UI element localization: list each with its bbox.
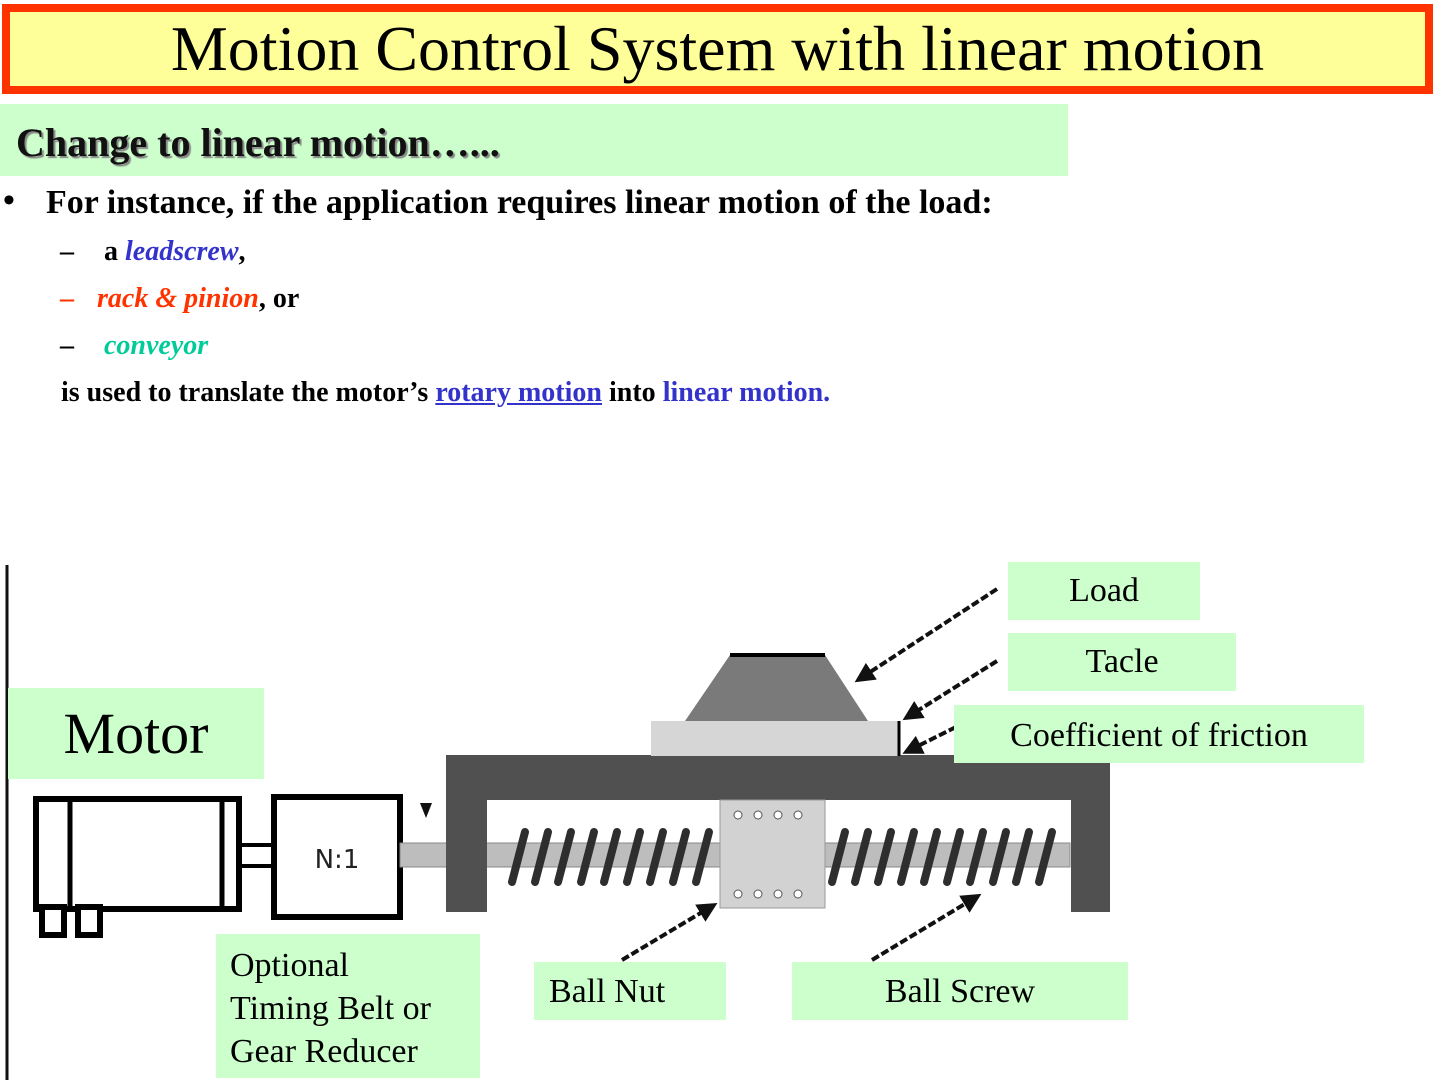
ball-screw-label: Ball Screw xyxy=(792,962,1128,1020)
shaft-marker-icon xyxy=(420,803,432,818)
sub-item-suffix: , or xyxy=(258,283,300,314)
screw-frame xyxy=(446,755,1110,912)
optional-line-1: Optional xyxy=(230,947,349,984)
bullet-marker: • xyxy=(3,182,15,219)
tacle-arrow xyxy=(902,659,999,721)
page-title: Motion Control System with linear motion xyxy=(170,13,1265,84)
page-subtitle: Change to linear motion…... xyxy=(16,120,500,165)
friction-arrow xyxy=(902,725,957,754)
title-banner: Motion Control System with linear motion xyxy=(2,4,1433,94)
load-block xyxy=(685,655,868,721)
term-conveyor: conveyor xyxy=(104,330,209,361)
sub-item-leadscrew: a leadscrew, xyxy=(104,236,246,268)
subtitle-banner: Change to linear motion…... xyxy=(0,104,1068,176)
summary-end: linear motion. xyxy=(662,377,831,408)
dash-marker: – xyxy=(60,236,74,267)
bullet-text: For instance, if the application require… xyxy=(46,184,993,221)
screw-threads-right xyxy=(828,828,1056,886)
summary-middle: into xyxy=(602,377,663,408)
summary-text: is used to translate the motor’s rotary … xyxy=(61,377,830,409)
table-slide xyxy=(651,721,899,756)
motor-label: Motor xyxy=(8,688,264,779)
term-leadscrew: leadscrew xyxy=(125,236,239,267)
ball-nut-arrow xyxy=(620,902,718,962)
summary-before: is used to translate the motor’s xyxy=(61,377,436,408)
gear-ratio-label: N:1 xyxy=(315,845,360,875)
ball-screw-arrow xyxy=(870,893,982,962)
friction-label: Coefficient of friction xyxy=(954,705,1364,763)
ball-nut xyxy=(719,799,826,909)
tacle-label: Tacle xyxy=(1008,633,1236,691)
optional-line-3: Gear Reducer xyxy=(230,1033,418,1070)
motor-shaft xyxy=(239,843,274,868)
optional-line-2: Timing Belt or xyxy=(230,990,431,1027)
load-arrow xyxy=(854,587,999,683)
load-label: Load xyxy=(1008,562,1200,620)
dash-marker: – xyxy=(60,283,74,314)
sub-item-rack-pinion: rack & pinion, or xyxy=(97,283,299,315)
ball-nut-label: Ball Nut xyxy=(534,962,726,1020)
sub-item-suffix: , xyxy=(238,236,246,267)
optional-reducer-label: Optional Timing Belt or Gear Reducer xyxy=(216,934,480,1078)
term-rack-pinion: rack & pinion xyxy=(97,283,259,314)
motor-body xyxy=(33,796,242,938)
sub-item-conveyor: conveyor xyxy=(104,330,208,362)
dash-marker: – xyxy=(60,330,74,361)
rotary-motion-link[interactable]: rotary motion xyxy=(435,377,602,408)
screw-threads-left xyxy=(508,828,713,886)
sub-item-prefix: a xyxy=(104,236,125,267)
